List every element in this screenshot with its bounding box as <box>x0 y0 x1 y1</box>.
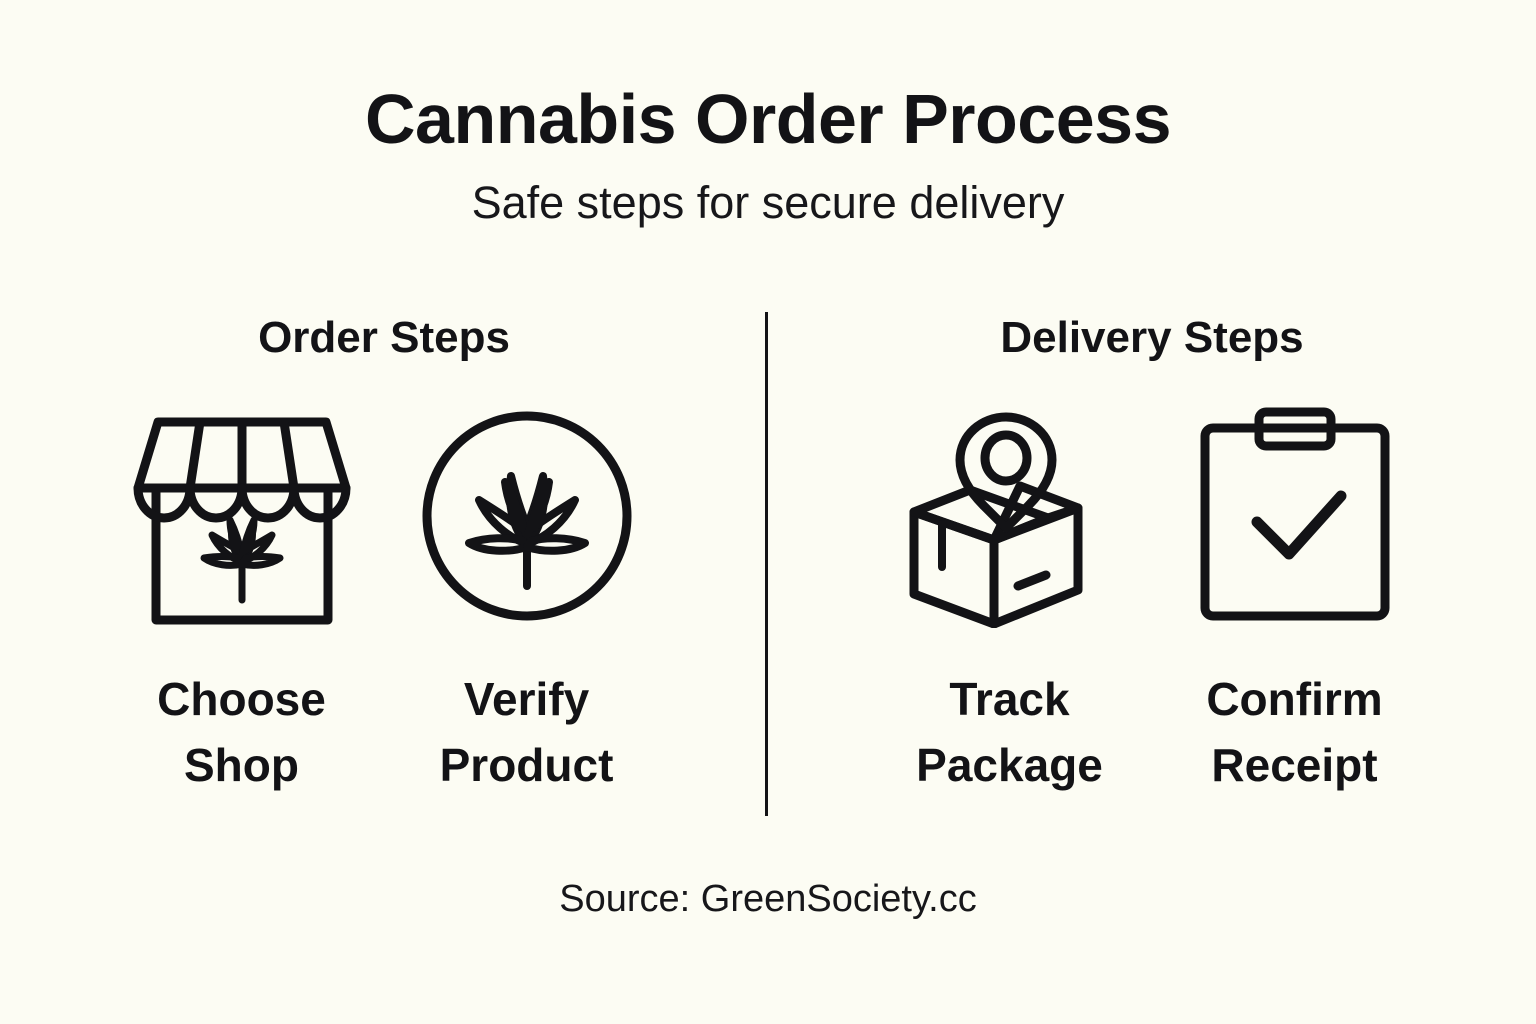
page-subtitle: Safe steps for secure delivery <box>471 177 1065 228</box>
steps-order: Choose Shop <box>0 360 768 798</box>
step-label-track-package: Track Package <box>916 673 1103 791</box>
group-delivery-steps: Delivery Steps <box>768 310 1536 798</box>
group-title-delivery: Delivery Steps <box>1000 313 1304 362</box>
section-divider <box>765 312 768 816</box>
footer: Source: GreenSociety.cc <box>0 880 1536 918</box>
shop-cannabis-icon <box>130 404 354 628</box>
step-groups: Order Steps <box>0 310 1536 820</box>
step-verify-product[interactable]: Verify Product <box>384 404 669 798</box>
package-location-pin-icon <box>898 404 1122 628</box>
clipboard-check-icon <box>1183 404 1407 628</box>
step-confirm-receipt[interactable]: Confirm Receipt <box>1152 404 1437 798</box>
step-label-verify-product: Verify Product <box>439 673 614 791</box>
source-attribution: Source: GreenSociety.cc <box>559 878 977 920</box>
cannabis-leaf-circle-icon <box>415 404 639 628</box>
step-track-package[interactable]: Track Package <box>867 404 1152 798</box>
step-choose-shop[interactable]: Choose Shop <box>99 404 384 798</box>
step-label-confirm-receipt: Confirm Receipt <box>1206 673 1383 791</box>
group-title-order: Order Steps <box>258 313 510 362</box>
step-label-choose-shop: Choose Shop <box>157 673 326 791</box>
group-order-steps: Order Steps <box>0 310 768 798</box>
steps-delivery: Track Package Confirm Re <box>768 360 1536 798</box>
header: Cannabis Order Process Safe steps for se… <box>0 84 1536 225</box>
page-title: Cannabis Order Process <box>365 80 1172 158</box>
